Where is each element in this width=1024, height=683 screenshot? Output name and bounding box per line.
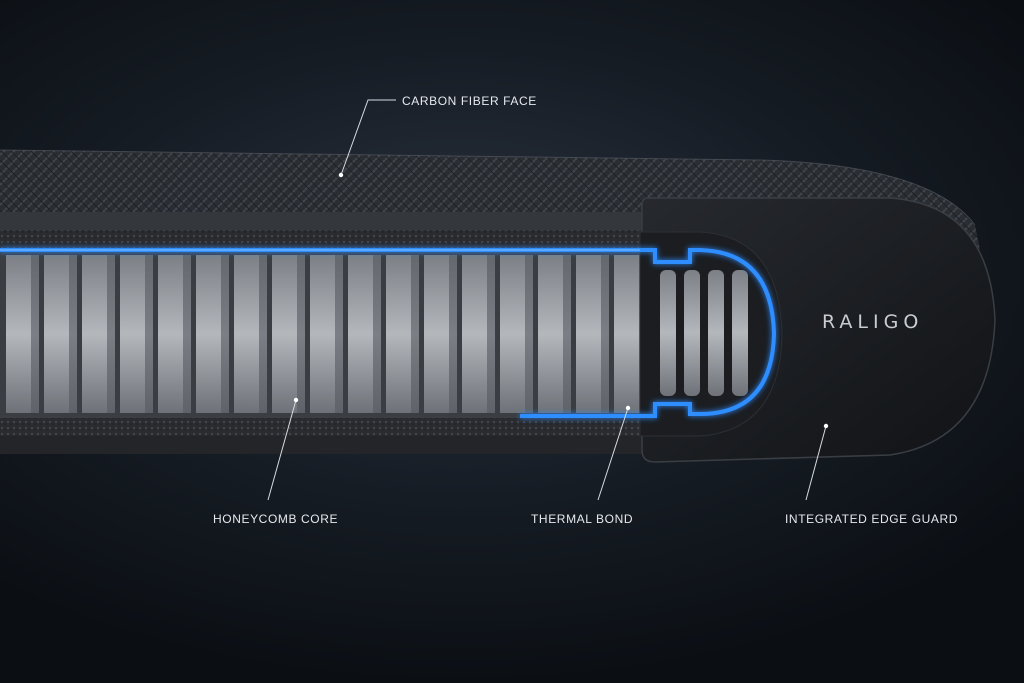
guard-cell [708, 270, 724, 396]
callout-thermal-bond: THERMAL BOND [531, 512, 634, 526]
guard-cell [660, 270, 676, 396]
honeycomb-cell-shade [145, 255, 153, 413]
guard-cells [660, 270, 748, 396]
top-face-edge [0, 212, 645, 232]
honeycomb-cell-shade [107, 255, 115, 413]
honeycomb-cell-shade [259, 255, 267, 413]
bottom-face-edge [0, 436, 645, 454]
callout-integrated-edge-guard: INTEGRATED EDGE GUARD [785, 512, 959, 526]
callout-carbon-fiber-face: CARBON FIBER FACE [402, 94, 537, 108]
guard-cell [732, 270, 748, 396]
honeycomb-cell-shade [373, 255, 381, 413]
honeycomb-cell-shade [411, 255, 419, 413]
honeycomb-cell-shade [221, 255, 229, 413]
carbon-fiber-face-leader [340, 99, 396, 176]
honeycomb-core-dot [293, 397, 299, 403]
guard-cell [684, 270, 700, 396]
thermal-bond-line [0, 248, 777, 418]
bottom-grain-layer [0, 418, 645, 438]
top-grain-layer [0, 230, 645, 250]
honeycomb-cell-shade [525, 255, 533, 413]
honeycomb-cells [6, 255, 647, 413]
carbon-fiber-face-dot [338, 172, 344, 178]
honeycomb-cell-shade [487, 255, 495, 413]
thermal-bond-leader [597, 407, 629, 501]
honeycomb-cell-shade [69, 255, 77, 413]
honeycomb-cell-shade [449, 255, 457, 413]
honeycomb-cell-shade [601, 255, 609, 413]
honeycomb-cell-shade [31, 255, 39, 413]
integrated-edge-guard-dot [823, 423, 829, 429]
thermal-bond-dot [625, 405, 631, 411]
honeycomb-cell-shade [297, 255, 305, 413]
honeycomb-cell-shade [183, 255, 191, 413]
honeycomb-cell-shade [563, 255, 571, 413]
honeycomb-core-leader [267, 399, 297, 501]
integrated-edge-guard-leader [805, 425, 827, 501]
honeycomb-cell-shade [335, 255, 343, 413]
callout-honeycomb-core: HONEYCOMB CORE [213, 512, 339, 526]
brand-logo: RALIGO [822, 311, 924, 333]
